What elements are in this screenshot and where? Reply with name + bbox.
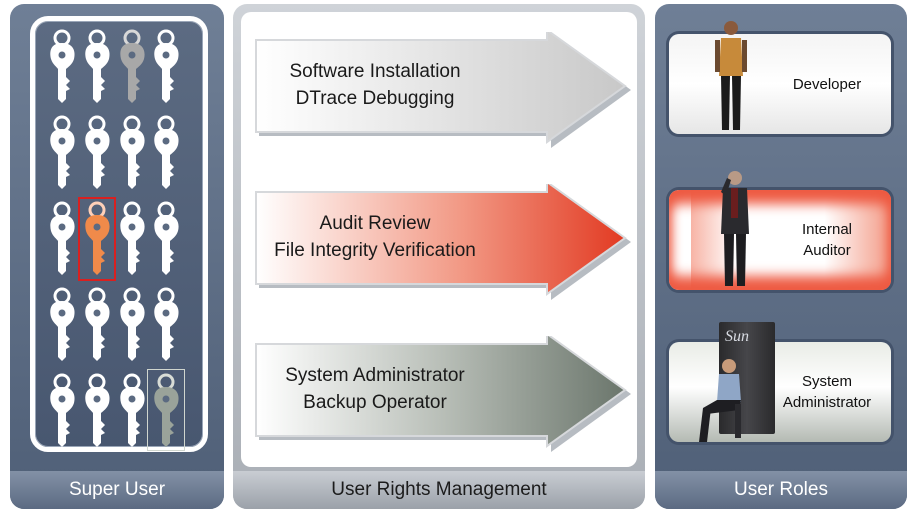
role-card-developer: Developer [669, 21, 891, 134]
rights-arrow-admin: System Administrator Backup Operator [255, 336, 635, 452]
arrow-2-line-2: File Integrity Verification [274, 240, 476, 261]
user-rights-management-panel: Software Installation DTrace Debugging A… [233, 4, 645, 509]
key-icon [82, 29, 112, 105]
key-icon [47, 201, 77, 277]
key-icon [47, 287, 77, 363]
role-developer: Developer [792, 75, 862, 93]
key-icon [117, 29, 147, 105]
key-icon [151, 115, 181, 191]
key-icon [47, 115, 77, 191]
sysadmin-figure [699, 359, 741, 442]
key-board [30, 16, 208, 452]
arrow-3-line-1: System Administrator [285, 365, 465, 386]
arrow-2-line-1: Audit Review [319, 213, 431, 234]
arrow-1-line-2: DTrace Debugging [295, 88, 455, 109]
key-icon [151, 29, 181, 105]
key-icon [117, 287, 147, 363]
key-icon [117, 373, 147, 449]
key-icon [117, 115, 147, 191]
key-icon [82, 201, 112, 277]
key-icon [117, 201, 147, 277]
role-card-internal-auditor: Internal Auditor [669, 171, 891, 290]
highlighted-key-frame [78, 197, 116, 281]
user-rights-management-title: User Rights Management [233, 471, 645, 509]
role-card-system-administrator: Sun System Administrator [669, 322, 891, 442]
auditor-figure [721, 171, 749, 286]
super-user-title: Super User [10, 471, 224, 509]
key-icon [82, 373, 112, 449]
rights-arrow-audit: Audit Review File Integrity Verification [255, 184, 635, 300]
role-system-administrator: System Administrator [782, 373, 872, 411]
arrow-3-line-2: Backup Operator [303, 392, 447, 413]
key-icon [47, 29, 77, 105]
user-roles-title: User Roles [655, 471, 907, 509]
role-internal-auditor: Internal Auditor [801, 221, 853, 259]
key-icon [151, 287, 181, 363]
user-roles-panel: Developer Internal Auditor Sun System Ad… [655, 4, 907, 509]
arrow-1-line-1: Software Installation [289, 61, 461, 82]
key-icon [47, 373, 77, 449]
developer-figure [715, 21, 747, 130]
selected-key-frame [147, 369, 185, 451]
super-user-panel: Super User [10, 4, 224, 509]
key-icon [151, 201, 181, 277]
rights-arrow-software: Software Installation DTrace Debugging [255, 32, 635, 148]
key-icon [151, 373, 181, 449]
key-icon [82, 287, 112, 363]
sun-logo: Sun [725, 328, 749, 345]
key-icon [82, 115, 112, 191]
rights-area: Software Installation DTrace Debugging A… [241, 12, 637, 467]
